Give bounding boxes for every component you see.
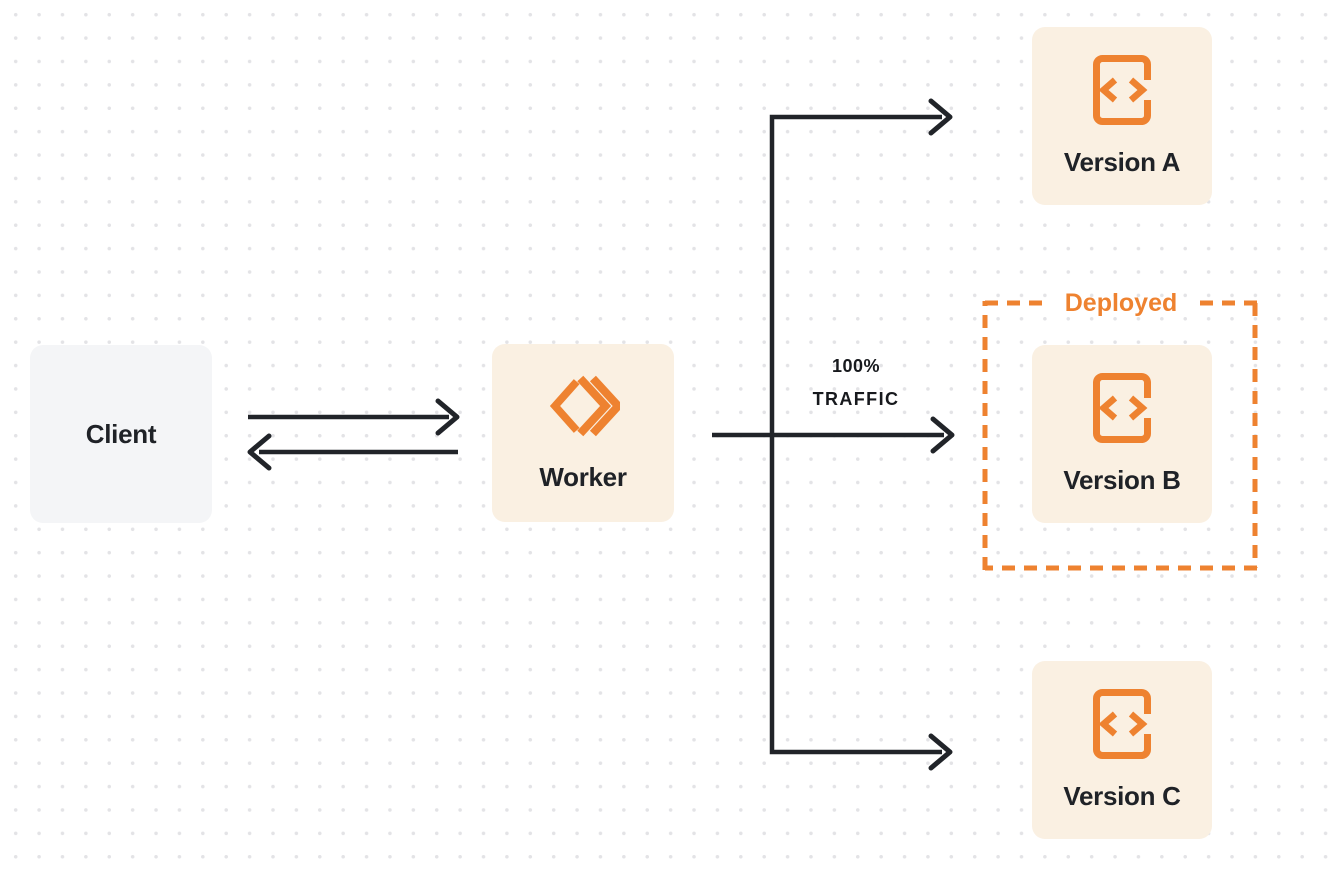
traffic-edge-label: 100% TRAFFIC (794, 350, 918, 416)
version-b-node: Version B (1032, 345, 1212, 523)
cloudflare-workers-icon (546, 374, 624, 443)
arrow-worker-to-version-b (712, 416, 955, 454)
version-c-node: Version C (1032, 661, 1212, 839)
deployed-group-label: Deployed (1064, 289, 1178, 317)
traffic-percentage-text: 100% (831, 356, 881, 376)
deployed-group-border (982, 300, 1258, 571)
branch-to-version-a-and-c (769, 98, 953, 771)
version-a-node: Version A (1032, 27, 1212, 205)
version-a-node-label: Version A (1063, 146, 1181, 177)
traffic-word-text: TRAFFIC (812, 389, 900, 409)
worker-node-label: Worker (539, 461, 627, 492)
client-node-label: Client (85, 418, 157, 449)
version-b-node-label: Version B (1063, 464, 1181, 495)
arrow-worker-to-client (247, 433, 458, 471)
code-file-icon (1093, 372, 1152, 448)
code-file-icon (1093, 54, 1152, 130)
arrow-client-to-worker (248, 398, 460, 436)
client-node: Client (30, 345, 212, 523)
code-file-icon (1093, 688, 1152, 764)
worker-node: Worker (492, 344, 674, 522)
version-c-node-label: Version C (1063, 780, 1181, 811)
